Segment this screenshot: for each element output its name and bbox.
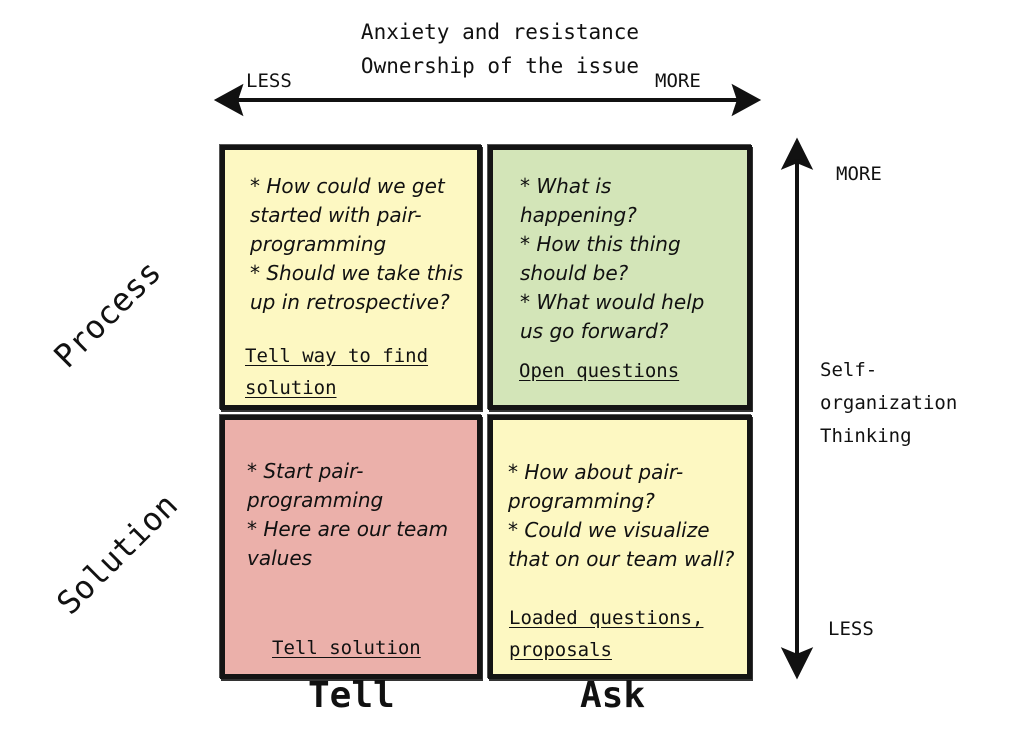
- quadrant-text: * What is happening? * How this thing sh…: [520, 172, 704, 346]
- right-axis-label-line: Thinking: [820, 425, 912, 447]
- text-line: * How about pair-: [508, 460, 684, 484]
- right-axis-label-line: organization: [820, 392, 958, 414]
- text-line: should be?: [520, 261, 629, 285]
- text-line: * How could we get: [250, 174, 445, 198]
- top-axis-less: LESS: [246, 70, 292, 92]
- text-line: * Should we take this: [250, 261, 464, 285]
- caption-line: Tell way to find: [245, 345, 429, 367]
- right-axis-label: Self- organization Thinking: [820, 354, 957, 453]
- text-line: us go forward?: [520, 319, 669, 343]
- quadrant-text: * How about pair- programming? * Could w…: [508, 458, 734, 574]
- text-line: * How this thing: [520, 232, 681, 256]
- quadrant-text: * Start pair- programming * Here are our…: [247, 457, 448, 573]
- text-line: programming?: [508, 489, 655, 513]
- text-line: * Start pair-: [247, 459, 364, 483]
- caption-line: solution: [245, 377, 337, 399]
- text-line: * What is: [520, 174, 612, 198]
- text-line: programming: [250, 232, 387, 256]
- text-line: that on our team wall?: [508, 547, 735, 571]
- top-axis-label-1: Anxiety and resistance: [360, 20, 640, 44]
- caption-line: proposals: [509, 639, 612, 661]
- top-axis-more: MORE: [655, 70, 701, 92]
- vertical-double-arrow-icon: [780, 137, 814, 680]
- column-label-tell: Tell: [308, 675, 395, 716]
- text-line: * Here are our team: [247, 517, 449, 541]
- column-label-ask: Ask: [580, 675, 646, 716]
- quadrant-caption: Tell way to find solution: [245, 340, 428, 404]
- quadrant-text: * How could we get started with pair- pr…: [250, 172, 463, 317]
- text-line: up in retrospective?: [250, 290, 450, 314]
- top-axis-label-2: Ownership of the issue: [360, 54, 640, 78]
- text-line: happening?: [520, 203, 637, 227]
- text-line: programming: [247, 488, 384, 512]
- text-line: * What would help: [520, 290, 705, 314]
- text-line: values: [247, 546, 313, 570]
- text-line: * Could we visualize: [508, 518, 710, 542]
- right-axis-more: MORE: [836, 163, 882, 185]
- horizontal-double-arrow-icon: [213, 83, 762, 117]
- quadrant-caption: Tell solution: [272, 632, 421, 664]
- right-axis-label-line: Self-: [820, 359, 878, 381]
- quadrant-solution-ask: * How about pair- programming? * Could w…: [488, 415, 752, 679]
- text-line: started with pair-: [250, 203, 422, 227]
- caption-line: Open questions: [519, 360, 680, 382]
- quadrant-solution-tell: * Start pair- programming * Here are our…: [220, 415, 482, 679]
- caption-line: Tell solution: [272, 637, 421, 659]
- right-axis-less: LESS: [828, 618, 874, 640]
- quadrant-process-ask: * What is happening? * How this thing sh…: [488, 145, 752, 410]
- quadrant-process-tell: * How could we get started with pair- pr…: [220, 145, 482, 410]
- quadrant-caption: Loaded questions, proposals: [509, 602, 703, 666]
- caption-line: Loaded questions,: [509, 607, 704, 629]
- quadrant-caption: Open questions: [519, 355, 679, 387]
